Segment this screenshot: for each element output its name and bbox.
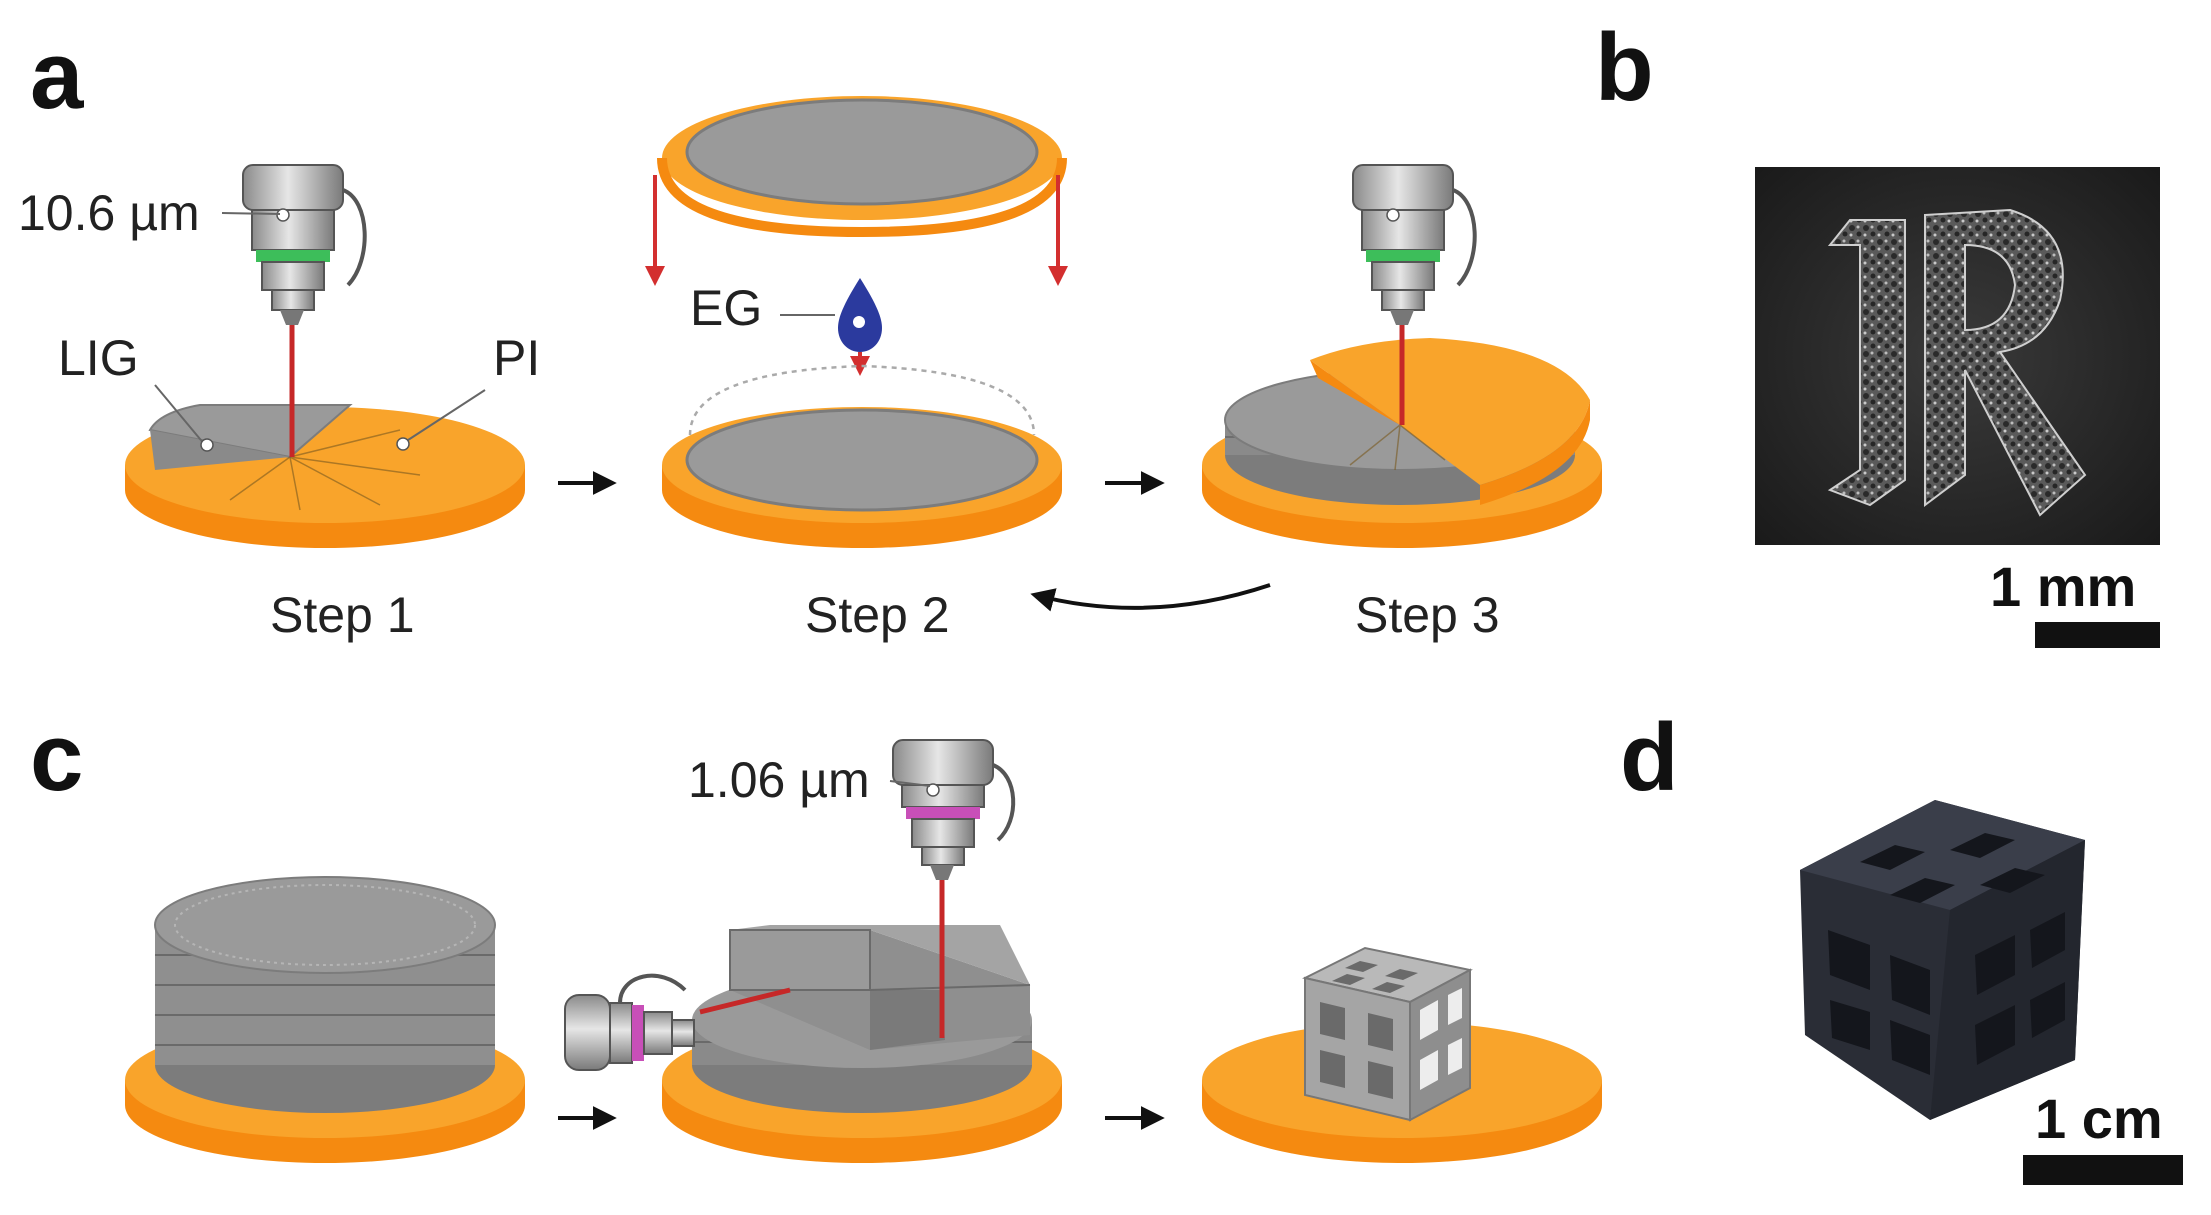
panel-letter-c: c <box>30 704 83 811</box>
step2-label: Step 2 <box>805 587 950 643</box>
lig-region <box>148 404 353 459</box>
step1-diagram: 10.6 µm LIG PI Step 1 <box>18 164 540 643</box>
arrow-icon <box>1030 583 1271 612</box>
pi-label: PI <box>493 330 540 386</box>
step2-diagram: EG Step 2 <box>645 96 1068 643</box>
lattice-cube <box>1202 946 1602 1163</box>
lig-label: LIG <box>58 330 139 386</box>
scale-label-d: 1 cm <box>2035 1087 2163 1150</box>
laser-head-icon <box>242 164 367 325</box>
panel-letter-a: a <box>30 22 84 129</box>
stacked-lig-disk <box>125 876 525 1163</box>
wavelength-label-c: 1.06 µm <box>688 752 870 808</box>
droplet-icon <box>838 278 882 352</box>
scale-bar-b <box>2035 622 2160 648</box>
step3-diagram: Step 3 <box>1202 164 1602 643</box>
eg-label: EG <box>690 280 762 336</box>
panel-letter-b: b <box>1595 14 1654 121</box>
laser-head-icon <box>1352 164 1477 325</box>
laser-head-icon <box>892 739 1016 880</box>
laser-head-icon <box>564 973 695 1071</box>
scale-bar-d <box>2023 1155 2183 1185</box>
wavelength-label-step1: 10.6 µm <box>18 185 200 241</box>
scale-label-b: 1 mm <box>1990 555 2136 618</box>
cube-photo <box>1800 800 2085 1120</box>
sem-image <box>1755 167 2160 545</box>
step1-label: Step 1 <box>270 587 415 643</box>
milled-disk: 1.06 µm <box>564 739 1062 1163</box>
panel-letter-d: d <box>1620 704 1679 811</box>
step3-label: Step 3 <box>1355 587 1500 643</box>
